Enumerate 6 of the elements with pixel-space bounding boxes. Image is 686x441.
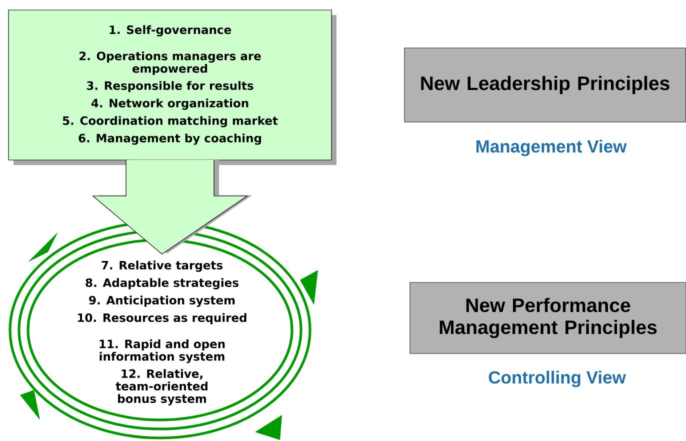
view-label: Management View [476,140,627,156]
view-label: Controlling View [488,370,626,388]
block-arrow [92,159,252,255]
list-box: 1. Self-governance 2. Operations managers are empowered 3. Responsible for results 4. Network organization 5. Coordination matching market 6. Management by coaching [8,10,336,165]
principle-box: New Leadership Principles [404,48,686,122]
principle-box: New Performance Management Principles [410,282,686,354]
